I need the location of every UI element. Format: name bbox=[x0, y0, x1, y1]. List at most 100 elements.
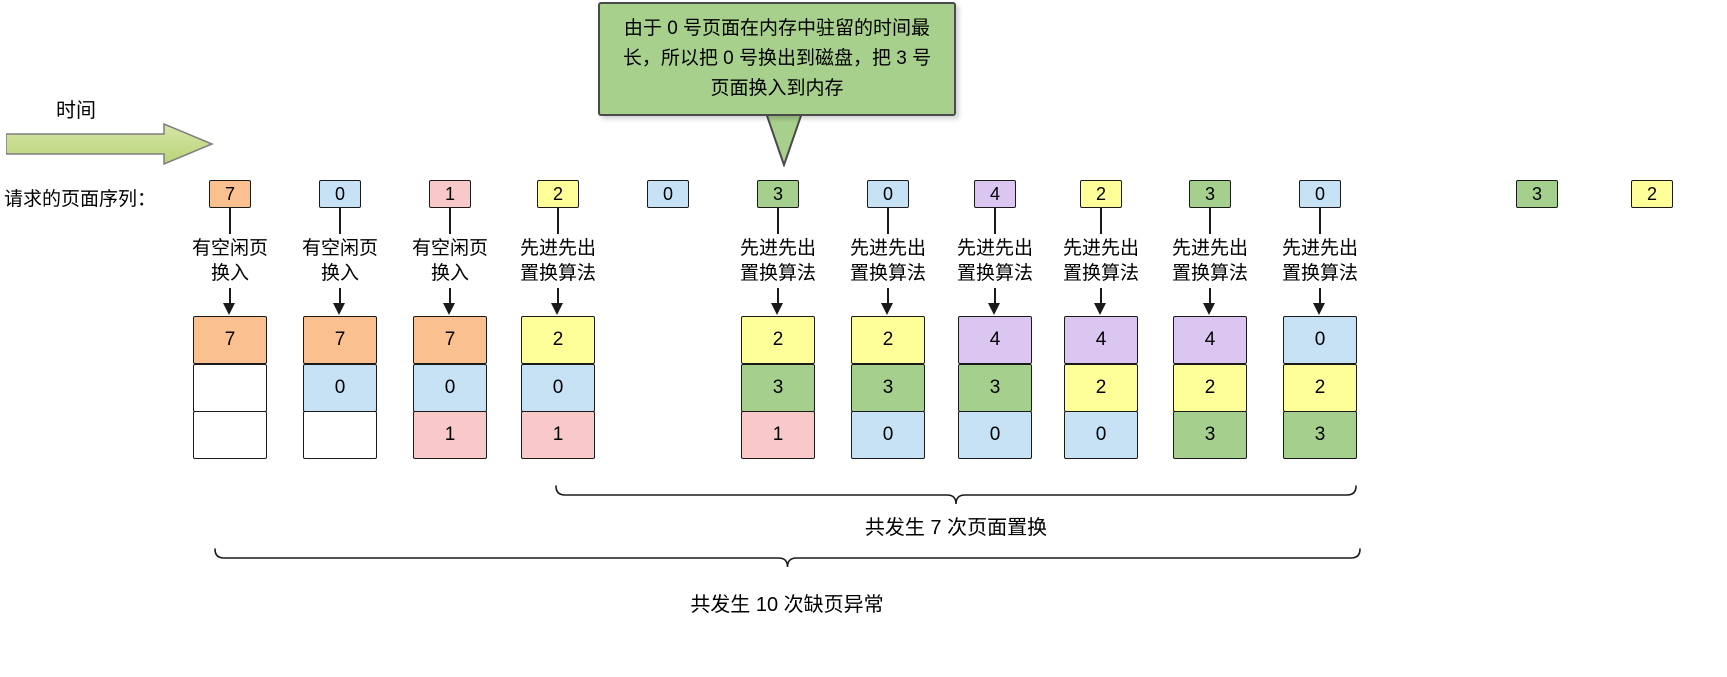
action-label-line: 置换算法 bbox=[849, 263, 926, 284]
memory-cell: 0 bbox=[521, 363, 595, 412]
request-page-box: 2 bbox=[1631, 180, 1673, 208]
connector-line bbox=[777, 208, 779, 234]
memory-cell: 0 bbox=[303, 363, 377, 412]
request-page-box: 3 bbox=[757, 180, 799, 208]
memory-cell: 0 bbox=[851, 411, 925, 459]
down-arrow-icon bbox=[988, 303, 1000, 315]
action-label-line: 先进先出 bbox=[849, 238, 926, 259]
memory-cell: 3 bbox=[741, 363, 815, 412]
down-arrow-line bbox=[339, 288, 341, 304]
connector-line bbox=[1100, 208, 1102, 234]
down-arrow-line bbox=[557, 288, 559, 304]
down-arrow-icon bbox=[333, 303, 345, 315]
connector-line bbox=[994, 208, 996, 234]
request-page-box: 0 bbox=[1299, 180, 1341, 208]
memory-cell: 4 bbox=[1064, 316, 1138, 364]
down-arrow-line bbox=[1209, 288, 1211, 304]
memory-cell bbox=[193, 411, 267, 459]
down-arrow-line bbox=[994, 288, 996, 304]
memory-cell: 3 bbox=[851, 363, 925, 412]
connector-line bbox=[887, 208, 889, 234]
memory-cell: 2 bbox=[1173, 363, 1247, 412]
connector-line bbox=[229, 208, 231, 234]
page-faults-count-label: 共发生 10 次缺页异常 bbox=[690, 594, 884, 616]
memory-cell: 3 bbox=[1173, 411, 1247, 459]
action-label: 先进先出置换算法 bbox=[828, 236, 948, 286]
action-label: 先进先出置换算法 bbox=[935, 236, 1055, 286]
action-label: 先进先出置换算法 bbox=[718, 236, 838, 286]
action-label-line: 置换算法 bbox=[739, 263, 816, 284]
request-page-box: 0 bbox=[647, 180, 689, 208]
request-page-box: 2 bbox=[1080, 180, 1122, 208]
page-faults-brace bbox=[214, 548, 1361, 568]
action-label-line: 先进先出 bbox=[1171, 238, 1248, 259]
action-label-line: 有空闲页 bbox=[191, 238, 268, 259]
memory-cell: 2 bbox=[851, 316, 925, 364]
action-label-line: 先进先出 bbox=[1062, 238, 1139, 259]
action-label-line: 有空闲页 bbox=[301, 238, 378, 259]
memory-cell: 4 bbox=[958, 316, 1032, 364]
action-label-line: 有空闲页 bbox=[411, 238, 488, 259]
memory-cell: 3 bbox=[958, 363, 1032, 412]
replacements-count-label: 共发生 7 次页面置换 bbox=[864, 517, 1048, 539]
request-page-box: 2 bbox=[537, 180, 579, 208]
action-label-line: 换入 bbox=[320, 263, 359, 284]
down-arrow-icon bbox=[771, 303, 783, 315]
callout-text: 由于 0 号页面在内存中驻留的时间最长，所以把 0 号换出到磁盘，把 3 号页面… bbox=[622, 18, 932, 99]
memory-cell: 7 bbox=[303, 316, 377, 364]
memory-cell: 2 bbox=[1064, 363, 1138, 412]
action-label-line: 置换算法 bbox=[956, 263, 1033, 284]
memory-cell: 7 bbox=[193, 316, 267, 364]
action-label: 有空闲页换入 bbox=[390, 236, 510, 286]
action-label: 有空闲页换入 bbox=[170, 236, 290, 286]
down-arrow-line bbox=[887, 288, 889, 304]
down-arrow-icon bbox=[223, 303, 235, 315]
connector-line bbox=[1209, 208, 1211, 234]
memory-cell: 1 bbox=[521, 411, 595, 459]
down-arrow-icon bbox=[551, 303, 563, 315]
memory-cell: 0 bbox=[1283, 316, 1357, 364]
memory-cell: 1 bbox=[741, 411, 815, 459]
memory-cell: 0 bbox=[958, 411, 1032, 459]
memory-cell: 0 bbox=[1064, 411, 1138, 459]
connector-line bbox=[449, 208, 451, 234]
memory-cell: 1 bbox=[413, 411, 487, 459]
action-label-line: 换入 bbox=[210, 263, 249, 284]
memory-cell: 2 bbox=[1283, 363, 1357, 412]
action-label-line: 先进先出 bbox=[739, 238, 816, 259]
action-label-line: 置换算法 bbox=[519, 263, 596, 284]
down-arrow-line bbox=[1319, 288, 1321, 304]
action-label-line: 置换算法 bbox=[1171, 263, 1248, 284]
down-arrow-line bbox=[1100, 288, 1102, 304]
request-page-box: 3 bbox=[1516, 180, 1558, 208]
down-arrow-icon bbox=[443, 303, 455, 315]
action-label-line: 先进先出 bbox=[1281, 238, 1358, 259]
action-label: 先进先出置换算法 bbox=[1150, 236, 1270, 286]
action-label-line: 置换算法 bbox=[1281, 263, 1358, 284]
memory-cell: 4 bbox=[1173, 316, 1247, 364]
action-label: 先进先出置换算法 bbox=[1260, 236, 1380, 286]
connector-line bbox=[339, 208, 341, 234]
replacements-brace bbox=[555, 485, 1357, 505]
memory-cell: 0 bbox=[413, 363, 487, 412]
action-label-line: 先进先出 bbox=[956, 238, 1033, 259]
request-page-box: 0 bbox=[867, 180, 909, 208]
down-arrow-icon bbox=[1313, 303, 1325, 315]
action-label-line: 先进先出 bbox=[519, 238, 596, 259]
request-page-box: 3 bbox=[1189, 180, 1231, 208]
time-arrow-icon bbox=[6, 122, 214, 166]
sequence-label: 请求的页面序列： bbox=[4, 189, 157, 210]
request-page-box: 0 bbox=[319, 180, 361, 208]
memory-cell: 2 bbox=[741, 316, 815, 364]
down-arrow-line bbox=[449, 288, 451, 304]
down-arrow-line bbox=[777, 288, 779, 304]
memory-cell: 7 bbox=[413, 316, 487, 364]
action-label: 先进先出置换算法 bbox=[1041, 236, 1161, 286]
memory-cell: 2 bbox=[521, 316, 595, 364]
memory-cell bbox=[193, 363, 267, 412]
request-page-box: 7 bbox=[209, 180, 251, 208]
action-label: 先进先出置换算法 bbox=[498, 236, 618, 286]
memory-cell bbox=[303, 411, 377, 459]
down-arrow-icon bbox=[1094, 303, 1106, 315]
